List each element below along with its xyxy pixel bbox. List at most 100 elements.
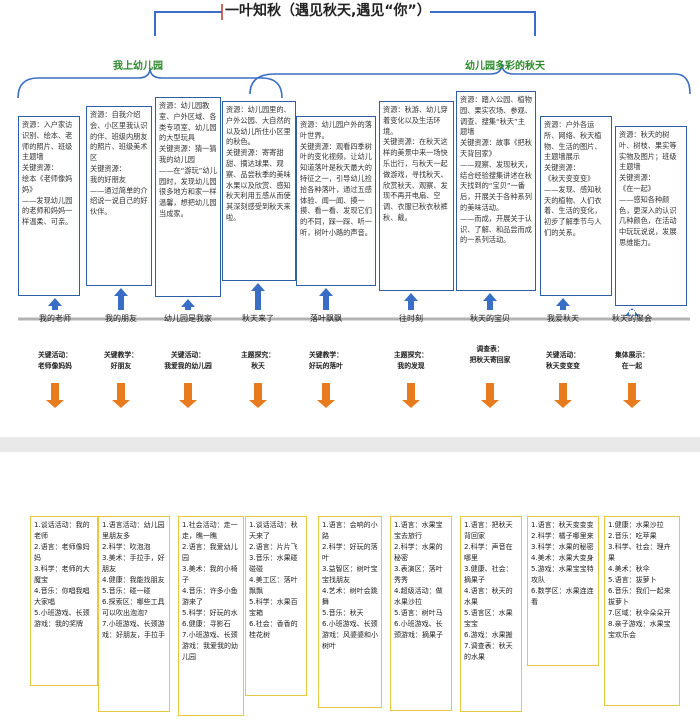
key-activity: 关键活动： 老师像妈妈 <box>20 350 90 372</box>
up-arrows <box>48 283 639 316</box>
left-branch-brace <box>17 67 283 99</box>
section-divider <box>0 437 700 452</box>
timeline-node: 秋天的宝贝 <box>470 314 510 323</box>
box-text-line: 3.科学：水果的秘密 <box>531 543 594 551</box>
card-text-line: 资源：踏入公园、植物园、果实农场、参观、调查、搜集“秋天”主题墙 <box>460 95 532 137</box>
resource-card: 资源：幼儿园户外的落叶世界。关键资源：观看四季树叶的变化视频，让幼儿知道落叶是秋… <box>296 116 376 286</box>
up-arrow <box>483 293 497 310</box>
card-text-line: 绘本《老师像妈妈》 <box>22 173 73 194</box>
card-text-line: 关键资源： <box>544 163 580 173</box>
branch-label-left: 我上幼儿园 <box>113 61 163 72</box>
card-text-line: 《在一起》 <box>619 183 655 193</box>
activity-line: 关键教学： <box>104 351 138 359</box>
card-text-line: 我的好朋友 <box>90 174 126 184</box>
up-arrow <box>48 298 62 310</box>
resource-card: 资源：秋游、幼儿穿着变化以及生活环境。关键资源：在秋天这样的美景中来一场快乐出行… <box>379 101 454 291</box>
card-text-line: 资源：自我介绍会、小区里我认识的伴、班级内朋友的照片、班级美术区 <box>90 110 148 163</box>
down-arrow <box>249 383 267 408</box>
box-text-line: 5.游戏：水果宝宝特攻队 <box>531 565 594 584</box>
down-arrow <box>481 383 499 408</box>
box-text-line: 5.小班游戏、长颈游戏：我的奖牌 <box>34 609 90 628</box>
box-text-line: 3.美术：我的小椅子 <box>182 565 238 584</box>
key-activity: 主题探究： 我的发现 <box>376 350 446 372</box>
card-text-line: 关键资源：在秋天这样的美景中来一场快乐出行，与秋天一起做游戏，寻找秋天、欣赏秋天… <box>383 137 448 222</box>
title-bracket-right <box>430 11 536 36</box>
down-arrow <box>554 383 572 408</box>
card-text-line: 《秋天变变变》 <box>544 173 595 183</box>
box-text-line: 8.亲子游戏：水果宝宝欢乐会 <box>608 620 671 639</box>
box-text-line: 6.游戏：水果搬 <box>464 631 513 639</box>
timeline-node: 往时刻 <box>399 314 423 323</box>
card-text-line: ——而成，开展关于认识、了解、和品尝而成的一系列活动。 <box>460 213 532 245</box>
box-text-line: 6.音乐：我们一起来拔萝卜 <box>608 587 671 606</box>
card-text-line: 关键资源： <box>90 163 126 173</box>
up-arrow <box>556 298 570 310</box>
down-arrow <box>317 383 335 408</box>
key-activity: 关键活动：秋天变变变 <box>528 350 598 372</box>
activity-line: 好朋友 <box>110 362 132 370</box>
activity-line: 在一起 <box>621 362 643 370</box>
activity-line: 我的发现 <box>397 362 425 370</box>
card-text-line: 资源：幼儿园户外的落叶世界。 <box>300 120 372 140</box>
key-activity: 调查表：把秋天寄回家 <box>455 344 525 366</box>
activity-line: 集体展示： <box>615 351 649 359</box>
box-text-line: 4.美工区：落叶飘飘 <box>249 576 298 595</box>
up-arrow <box>181 299 195 310</box>
box-text-line: 2.科学：橘子哪里来 <box>531 532 594 540</box>
card-text-line: ——发现幼儿园的老师和妈妈一样温柔、可亲。 <box>22 195 73 227</box>
activity-line: 把秋天寄回家 <box>469 356 511 364</box>
resource-card: 资源：入户家访识别、绘本、老师的照片、班级主题墙关键资源：绘本《老师像妈妈》——… <box>18 116 80 296</box>
activity-line: 关键活动： <box>38 351 72 359</box>
box-text-line: 1.健康：水果沙拉 <box>608 521 664 529</box>
up-arrow <box>114 288 128 310</box>
card-text-line: ——观察、发现秋天，结合经验搜集讲述在秋天找到的“宝贝”一番后，开展关于各种系列… <box>460 159 532 212</box>
timeline-node: 落叶飘飘 <box>310 314 342 323</box>
card-text-line: 资源：秋天的树叶、树枝、果实等实物及图片；班级主题墙 <box>619 130 677 172</box>
card-text-line: 关键资源：寄寄甜甜、摘达球果、观察、品尝秋季的美味水果以及欣赏、感知秋天利用五感… <box>226 148 291 222</box>
card-text-line: 关键资源：观看四季树叶的变化视频，让幼儿知道落叶是秋天最大的特征之一，引导幼儿捡… <box>300 141 372 237</box>
card-text-line: 关键资源： <box>22 163 58 173</box>
activity-line: 老师像妈妈 <box>38 362 72 370</box>
box-text-line: 7.调查表：秋天的水果 <box>464 642 513 661</box>
card-text-line: ——发现、感知秋天的植物、人们衣着、生活的变化，初步了解季节与人们的关系。 <box>544 184 602 237</box>
box-text-line: 4.超级活动：做水果沙拉 <box>394 587 443 606</box>
card-text-line: 资源：幼儿园教室、户外区域、各类专项室、幼儿园的大型玩具 <box>159 101 217 143</box>
down-arrows <box>46 383 641 408</box>
key-activity: 关键活动：我爱我的幼儿园 <box>153 350 223 372</box>
card-text-line: ——在“游玩”幼儿园时，发现幼儿园很多地方和家一样温馨，想把幼儿园当成家。 <box>159 165 217 218</box>
box-text-line: 1.语言：会响的小路 <box>322 521 378 540</box>
box-text-line: 3.表演区：落叶秀秀 <box>394 565 443 584</box>
card-text-line: 关键资源： <box>619 173 655 183</box>
box-text-line: 6.社会：香香的桂花树 <box>249 620 298 639</box>
box-text-line: 5.语言区：水果宝宝 <box>464 609 513 628</box>
timeline-node: 秋天来了 <box>242 314 274 323</box>
box-text-line: 4.美术：水果大变身 <box>531 554 594 562</box>
card-text-line: 资源：入户家访识别、绘本、老师的照片、班级主题墙 <box>22 120 73 162</box>
box-text-line: 1.社会活动：走一走，瞧一瞧 <box>182 521 238 540</box>
box-text-line: 2.语言：我爱幼儿园 <box>182 543 238 562</box>
box-text-line: 7.小班游戏、长颈游戏：好朋友，手拉手 <box>102 620 165 639</box>
connector-lines <box>17 4 691 408</box>
box-text-line: 6.小班游戏、长颈游戏：风婆婆和小树叶 <box>322 620 378 650</box>
timeline-node: 我爱秋天 <box>547 314 579 323</box>
box-text-line: 6.探索区：哪些工具可以吹出泡泡? <box>102 598 165 617</box>
box-text-line: 5.音乐：碰一碰 <box>102 587 151 595</box>
box-text-line: 6.小班游戏、长颈游戏：摘果子 <box>394 620 443 639</box>
activity-line: 关键活动： <box>546 351 580 359</box>
resource-card: 资源：秋天的树叶、树枝、果实等实物及图片；班级主题墙关键资源：《在一起》——感知… <box>615 126 687 306</box>
activity-line: 好玩的落叶 <box>309 362 343 370</box>
card-text-line: 资源：户外各运所、网络、秋天植物、生活的图片、主题墙展示 <box>544 120 602 162</box>
resource-card: 资源：踏入公园、植物园、果实农场、参观、调查、搜集“秋天”主题墙关键资源：故事《… <box>456 91 536 291</box>
title-bracket-left <box>154 11 222 36</box>
timeline-node: 我的朋友 <box>105 314 137 323</box>
box-text-line: 3.科学：老师的大魔宝 <box>34 565 90 584</box>
activity-line: 主题探究： <box>394 351 428 359</box>
up-arrow <box>404 293 418 310</box>
box-text-line: 3.科学、社会：理卉果 <box>608 543 671 562</box>
